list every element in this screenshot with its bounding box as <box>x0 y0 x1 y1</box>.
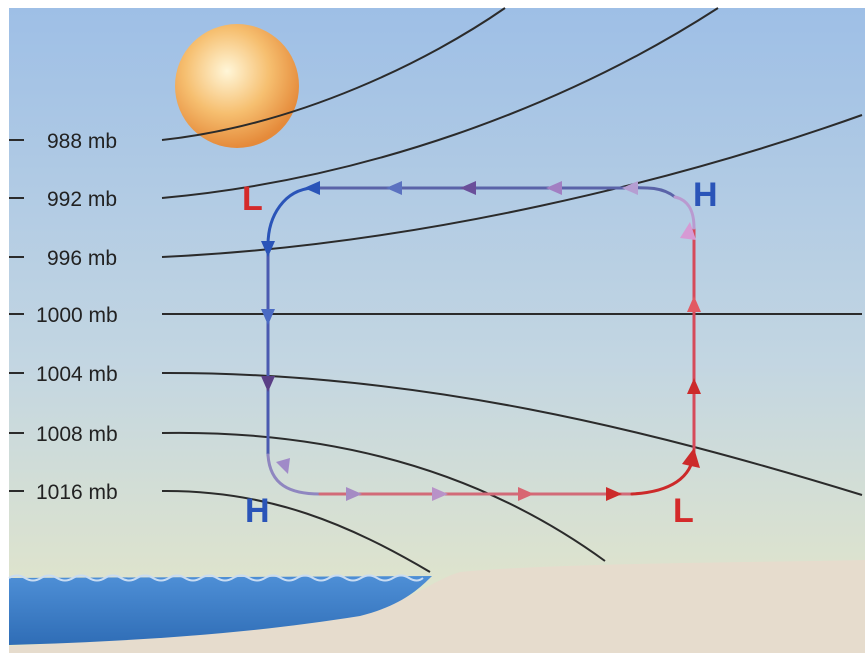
isobar-line-988 <box>161 7 506 141</box>
isobar-line-992 <box>161 7 719 199</box>
arrow-upper-return <box>310 186 677 199</box>
upper-low-label: L <box>242 180 263 218</box>
circulation-loop <box>266 186 696 496</box>
arrowhead <box>346 487 362 501</box>
arrowhead <box>304 181 320 195</box>
water-waves <box>8 574 424 582</box>
arrowhead <box>460 181 476 195</box>
isobar-label: 1008 mb <box>36 423 118 446</box>
isobar-label: 1000 mb <box>36 304 118 327</box>
isobar-label: 992 mb <box>47 188 117 211</box>
surface-high-label: H <box>245 492 270 530</box>
arrowheads <box>261 181 701 501</box>
arrowhead <box>546 181 562 195</box>
sky-background <box>9 8 865 653</box>
arrowhead <box>622 181 638 195</box>
arrowhead <box>606 487 622 501</box>
isobar-label: 996 mb <box>47 247 117 270</box>
isobar-labels: 988 mb 992 mb 996 mb 1000 mb 1004 mb 100… <box>36 130 118 504</box>
arrowhead <box>687 296 701 312</box>
arrowhead <box>386 181 402 195</box>
isobar-line-996 <box>161 114 863 258</box>
isobar-line-1016 <box>161 489 431 573</box>
isobar-label: 1004 mb <box>36 363 118 386</box>
arrowhead <box>680 222 696 240</box>
arrowhead <box>682 448 700 468</box>
isobar-ticks <box>9 139 24 492</box>
isobar-line-1008 <box>161 431 606 562</box>
arrowhead <box>261 309 275 325</box>
isobar-lines <box>161 7 863 573</box>
arrow-corner-upper-right <box>673 195 696 230</box>
arrowhead <box>276 458 290 474</box>
arrowhead <box>261 376 275 392</box>
isobar-label: 988 mb <box>47 130 117 153</box>
arrow-corner-upper-left <box>266 186 314 247</box>
isobar-label: 1016 mb <box>36 481 118 504</box>
upper-high-label: H <box>693 176 718 214</box>
surface-low-label: L <box>673 492 694 530</box>
arrowhead <box>261 241 275 257</box>
water <box>9 576 432 645</box>
arrowhead <box>432 487 448 501</box>
arrow-corner-lower-left <box>266 453 322 496</box>
arrowhead <box>518 487 534 501</box>
arrowhead <box>687 378 701 394</box>
sun-icon <box>175 24 299 148</box>
